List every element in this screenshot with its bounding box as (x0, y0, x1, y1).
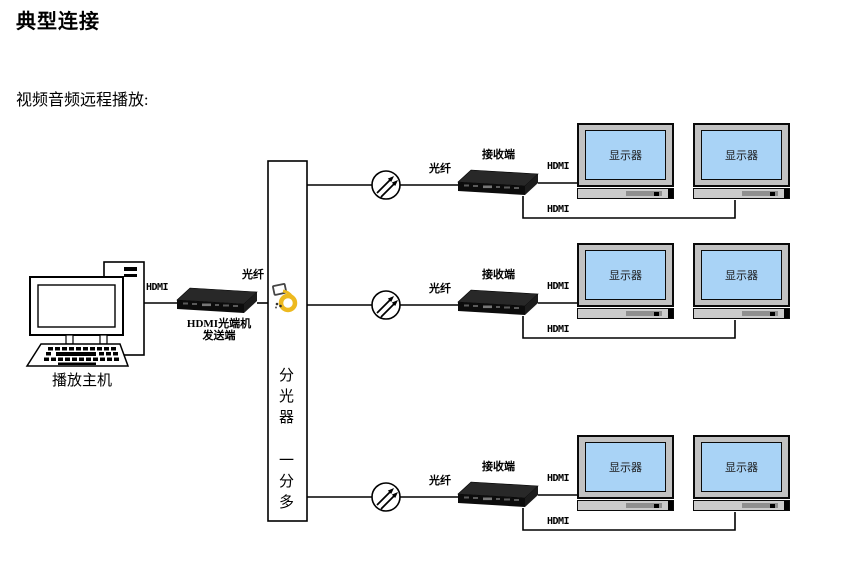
monitor-stand-bar (693, 308, 790, 319)
monitor-label: 显示器 (725, 150, 758, 162)
row2-fiber-label: 光纤 (429, 283, 451, 295)
monitor-speaker-inset (741, 503, 778, 508)
monitor-bar-shadow (668, 501, 673, 510)
row1-receiver-label: 接收端 (482, 149, 515, 161)
monitor-bar-shadow (784, 189, 789, 198)
monitor-power-button (770, 504, 775, 508)
row3-hdmi-bottom-label: HDMI (547, 516, 570, 527)
optical-attenuator-icon (371, 290, 401, 320)
monitor-power-button (770, 192, 775, 196)
monitor-frame: 显示器 (577, 123, 674, 187)
monitor-label: 显示器 (725, 270, 758, 282)
transmitter-name-line2: 发送端 (202, 330, 236, 342)
connection-lines (144, 182, 736, 531)
monitor-bar-shadow (668, 189, 673, 198)
monitor-stand-bar (577, 500, 674, 511)
monitor-screen: 显示器 (701, 250, 782, 300)
monitor-screen: 显示器 (701, 130, 782, 180)
monitor-speaker-inset (741, 191, 778, 196)
row1-hdmi-bottom-label: HDMI (547, 204, 570, 215)
monitor-label: 显示器 (609, 270, 642, 282)
fiber-spool-icon (272, 283, 298, 313)
splitter-label: 分光器 一分多 (277, 367, 293, 515)
monitor-stand-bar (577, 308, 674, 319)
monitor: 显示器 (693, 435, 790, 511)
monitor-frame: 显示器 (577, 435, 674, 499)
monitor-frame: 显示器 (693, 243, 790, 307)
monitor-stand-bar (693, 188, 790, 199)
row3-receiver-label: 接收端 (482, 461, 515, 473)
monitor-bar-shadow (784, 501, 789, 510)
receiver-device (457, 169, 539, 196)
monitor-speaker-inset (625, 311, 662, 316)
monitor: 显示器 (577, 123, 674, 199)
monitor-screen: 显示器 (585, 130, 666, 180)
row2-receiver-label: 接收端 (482, 269, 515, 281)
row2-hdmi-bottom-label: HDMI (547, 324, 570, 335)
playback-host-illustration (25, 261, 145, 367)
row2-hdmi-top-label: HDMI (547, 281, 570, 292)
monitor: 显示器 (577, 243, 674, 319)
monitor-power-button (654, 312, 659, 316)
monitor-bar-shadow (668, 309, 673, 318)
hdmi-transmitter-device (176, 287, 258, 314)
row1-hdmi-top-label: HDMI (547, 161, 570, 172)
receiver-device (457, 289, 539, 316)
monitor-label: 显示器 (609, 462, 642, 474)
pc-hdmi-label: HDMI (146, 282, 169, 293)
monitor-speaker-inset (741, 311, 778, 316)
page-title: 典型连接 (16, 11, 100, 33)
monitor-speaker-inset (625, 191, 662, 196)
section-label: 视频音频远程播放: (16, 92, 149, 109)
monitor-screen: 显示器 (701, 442, 782, 492)
transmitter-name-line1: HDMI光端机 (186, 318, 252, 330)
monitor-label: 显示器 (725, 462, 758, 474)
monitor-speaker-inset (625, 503, 662, 508)
monitor: 显示器 (693, 243, 790, 319)
receiver-device (457, 481, 539, 508)
monitor-screen: 显示器 (585, 250, 666, 300)
row3-fiber-label: 光纤 (429, 475, 451, 487)
optical-attenuator-icon (371, 482, 401, 512)
transmitter-fiber-label: 光纤 (242, 269, 264, 281)
monitor-bar-shadow (784, 309, 789, 318)
monitor: 显示器 (577, 435, 674, 511)
monitor-power-button (770, 312, 775, 316)
row3-hdmi-top-label: HDMI (547, 473, 570, 484)
monitor-stand-bar (577, 188, 674, 199)
row1-fiber-label: 光纤 (429, 163, 451, 175)
monitor-frame: 显示器 (577, 243, 674, 307)
playback-host-label: 播放主机 (51, 373, 112, 389)
monitor-frame: 显示器 (693, 435, 790, 499)
monitor-frame: 显示器 (693, 123, 790, 187)
monitor: 显示器 (693, 123, 790, 199)
monitor-power-button (654, 504, 659, 508)
monitor-screen: 显示器 (585, 442, 666, 492)
monitor-power-button (654, 192, 659, 196)
optical-splitter-box (267, 160, 308, 522)
optical-attenuator-icon (371, 170, 401, 200)
monitor-stand-bar (693, 500, 790, 511)
monitor-label: 显示器 (609, 150, 642, 162)
